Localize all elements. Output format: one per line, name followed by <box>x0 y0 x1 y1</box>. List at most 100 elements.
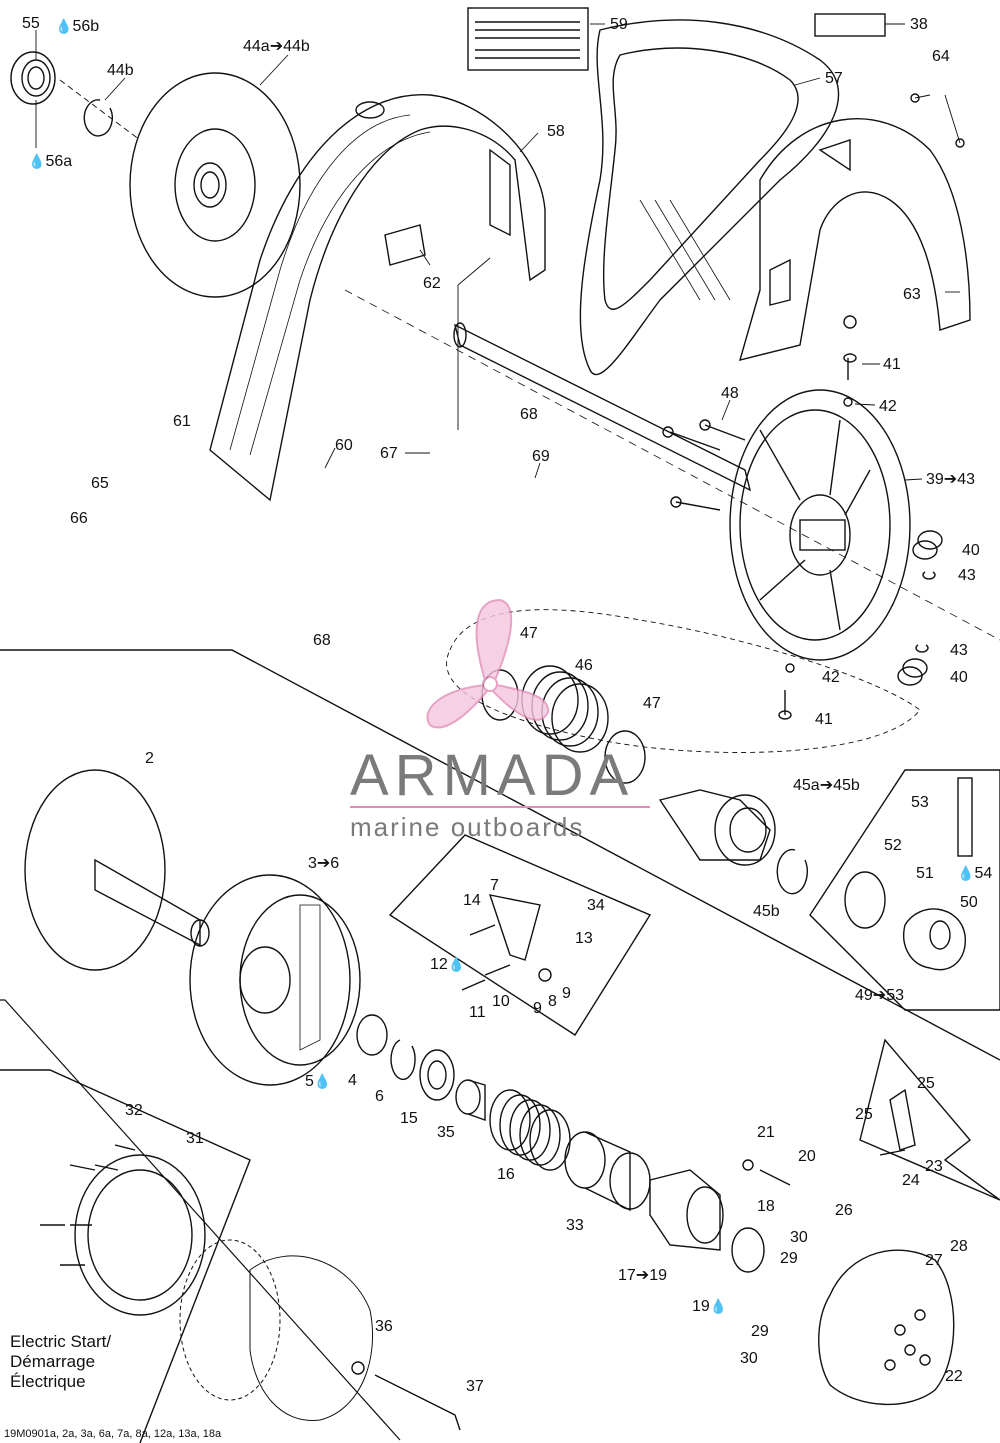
callout-label: 3➔6 <box>308 855 340 872</box>
bolt-part-48c <box>675 501 721 511</box>
callout-label: 54 <box>974 865 993 882</box>
callout-label: 32 <box>125 1102 143 1119</box>
callout-label: 10 <box>492 993 510 1010</box>
seal-part-55 <box>10 51 56 105</box>
callout-label: 63 <box>903 286 921 303</box>
callout-label-group: 12💧 <box>430 955 465 974</box>
bushing-part-35 <box>455 1079 486 1121</box>
callout-label: 8 <box>548 993 557 1010</box>
belt-guard-part-58 <box>209 93 546 502</box>
callout-label: 43 <box>950 642 968 659</box>
frame-upper-section <box>0 649 1000 1061</box>
callout-label: 27 <box>925 1252 943 1269</box>
callout-label: 36 <box>375 1318 393 1335</box>
callout-label: 42 <box>822 669 840 686</box>
callout-label: 28 <box>950 1238 968 1255</box>
frame-lower-section <box>0 999 401 1441</box>
callout-label: 13 <box>575 930 593 947</box>
cover-part-22 <box>818 1249 955 1406</box>
assembly-part-49 <box>903 908 966 971</box>
callout-label: 20 <box>798 1148 816 1165</box>
sleeve-part-33 <box>564 1131 651 1212</box>
callout-label: 65 <box>91 475 109 492</box>
callout-label: 5 <box>305 1073 314 1090</box>
bolt-part-48a <box>704 424 746 441</box>
brand-divider <box>350 806 650 808</box>
callout-label: 23 <box>925 1158 943 1175</box>
callout-label: 40 <box>962 542 980 559</box>
seal-part-15 <box>419 1049 455 1101</box>
clip-part-43-bottom <box>915 644 929 653</box>
callout-label: 6 <box>375 1088 384 1105</box>
arm-part-23 <box>889 1088 916 1151</box>
callout-label: 49➔53 <box>855 987 904 1004</box>
callout-label: 14 <box>463 892 481 909</box>
electric-start-line1: Electric Start/ <box>10 1332 112 1351</box>
oil-drop-icon: 💧 <box>28 153 46 169</box>
callout-label: 68 <box>313 632 331 649</box>
callout-label: 39➔43 <box>926 471 975 488</box>
callout-label: 50 <box>960 894 978 911</box>
callout-label-group: 19💧 <box>692 1297 727 1316</box>
assembled-clutch <box>179 1239 374 1421</box>
callout-label: 29 <box>780 1250 798 1267</box>
callout-label: 41 <box>815 711 833 728</box>
callout-label: 41 <box>883 356 901 373</box>
callout-label: 48 <box>721 385 739 402</box>
callout-label-group: 5💧 <box>305 1072 331 1091</box>
callout-label: 21 <box>757 1124 775 1141</box>
callout-label: 52 <box>884 837 902 854</box>
washer-part-36 <box>351 1361 365 1375</box>
callout-label: 7 <box>490 877 499 894</box>
spring-group-outline <box>446 609 921 753</box>
callout-label-group: 💧56a <box>28 152 72 171</box>
washer-part-47-right <box>604 730 646 784</box>
movable-sheave-part-3 <box>189 874 361 1086</box>
electric-start-line3: Électrique <box>10 1372 86 1391</box>
group-frame-7-13 <box>388 834 652 1036</box>
pin-part-11 <box>461 979 486 991</box>
warning-label-part-59 <box>467 7 589 71</box>
callout-label: 35 <box>437 1124 455 1141</box>
callout-label: 66 <box>70 510 88 527</box>
callout-label: 30 <box>740 1350 758 1367</box>
callout-label: 69 <box>532 448 550 465</box>
callout-label: 40 <box>950 669 968 686</box>
spacer-part-40-top <box>912 530 943 560</box>
callout-label: 19 <box>692 1298 710 1315</box>
callout-label: 22 <box>945 1368 963 1385</box>
figure-reference-footer: 19M0901a, 2a, 3a, 6a, 7a, 8a, 12a, 13a, … <box>4 1428 222 1440</box>
callout-label: 9 <box>562 985 571 1002</box>
callout-label: 44b <box>107 62 134 79</box>
callout-label: 58 <box>547 123 565 140</box>
callout-label: 47 <box>643 695 661 712</box>
spider-part-17 <box>649 1169 724 1251</box>
callout-label: 61 <box>173 413 191 430</box>
oil-drop-icon: 💧 <box>957 865 975 881</box>
drive-shaft <box>344 289 1000 641</box>
callout-label: 56b <box>72 18 100 35</box>
callout-label: 18 <box>757 1198 775 1215</box>
driven-pulley-part-39 <box>729 389 911 661</box>
oil-drop-icon: 💧 <box>313 1073 332 1089</box>
brand-name: ARMADA <box>350 743 635 808</box>
callout-label: 17➔19 <box>618 1267 667 1284</box>
callout-label: 57 <box>825 70 843 87</box>
callout-label: 33 <box>566 1217 584 1234</box>
oil-drop-icon: 💧 <box>447 956 466 972</box>
oil-drop-icon: 💧 <box>709 1298 728 1314</box>
callout-label: 67 <box>380 445 398 462</box>
drive-sheave-part-2 <box>24 769 210 971</box>
callout-label-group: 💧56b <box>55 17 99 36</box>
callout-label: 46 <box>575 657 593 674</box>
bolt-part-48b <box>669 431 721 451</box>
callout-label: 47 <box>520 625 538 642</box>
callout-label: 31 <box>186 1130 204 1147</box>
callout-label: 60 <box>335 437 353 454</box>
group-frame-49-53 <box>809 769 1000 1011</box>
circlip-part-6 <box>390 1039 416 1080</box>
bolt-part-37 <box>374 1374 461 1431</box>
electric-start-note: Electric Start/ Démarrage Électrique <box>10 1332 111 1392</box>
circlip-part-44b <box>83 99 113 137</box>
